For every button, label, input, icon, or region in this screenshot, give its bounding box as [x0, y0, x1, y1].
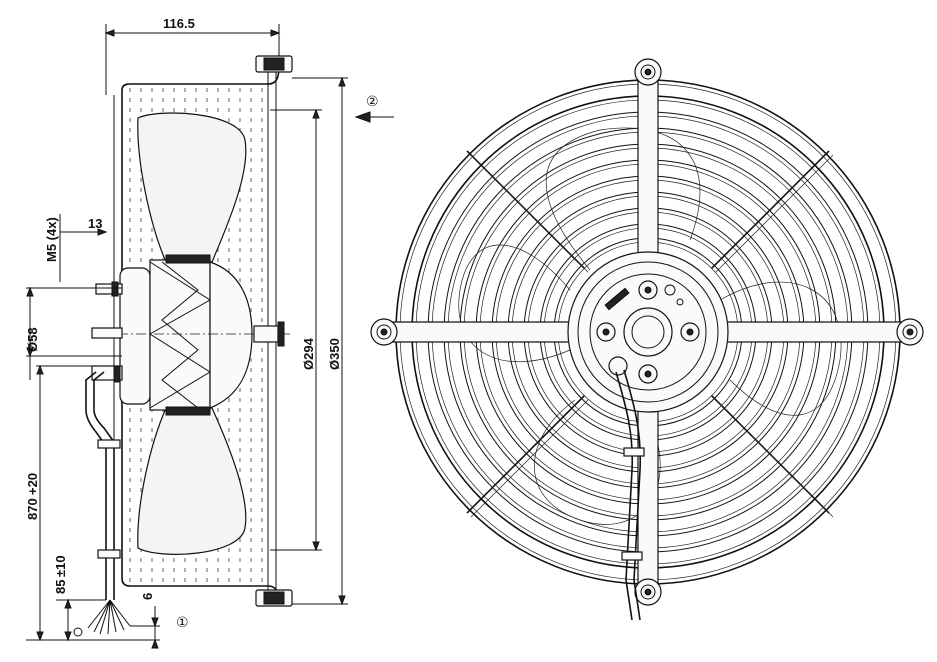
- front-view: [370, 58, 924, 621]
- left-dimensions: Ø58 870 +20 85 ±10 6: [25, 214, 160, 649]
- screw-depth-label: 13: [88, 216, 102, 231]
- strip-length-label: 85: [53, 580, 68, 594]
- motor-hub-side: [91, 254, 290, 416]
- cable-front: [615, 369, 645, 621]
- screw-label: M5 (4x): [44, 217, 59, 262]
- right-dimensions: Ø294 Ø350: [270, 76, 348, 606]
- cable-callout: ①: [176, 615, 189, 631]
- hub-dia-label: Ø58: [25, 327, 40, 352]
- wire-end-label: 6: [140, 593, 155, 600]
- guard-dia-label: Ø350: [327, 338, 342, 370]
- motor-hub-front: [567, 251, 729, 413]
- strip-length-tol: ±10: [53, 555, 68, 577]
- blade-dia-label: Ø294: [301, 337, 316, 370]
- airflow-callout: ②: [366, 94, 379, 110]
- blade-bottom: [137, 407, 247, 555]
- depth-label: 116.5: [163, 16, 195, 31]
- depth-dimension: 116.5: [104, 16, 281, 95]
- cable-length-label: 870: [25, 498, 40, 520]
- guard-spokes: [466, 150, 834, 518]
- cable-side: [73, 371, 131, 637]
- blade-outlines: [458, 127, 842, 525]
- side-view: 116.5: [25, 16, 394, 649]
- cable-length-tol: +20: [25, 473, 40, 495]
- blade-top: [137, 112, 247, 263]
- mounting-lugs: [370, 58, 924, 606]
- airflow-arrow: [354, 111, 394, 123]
